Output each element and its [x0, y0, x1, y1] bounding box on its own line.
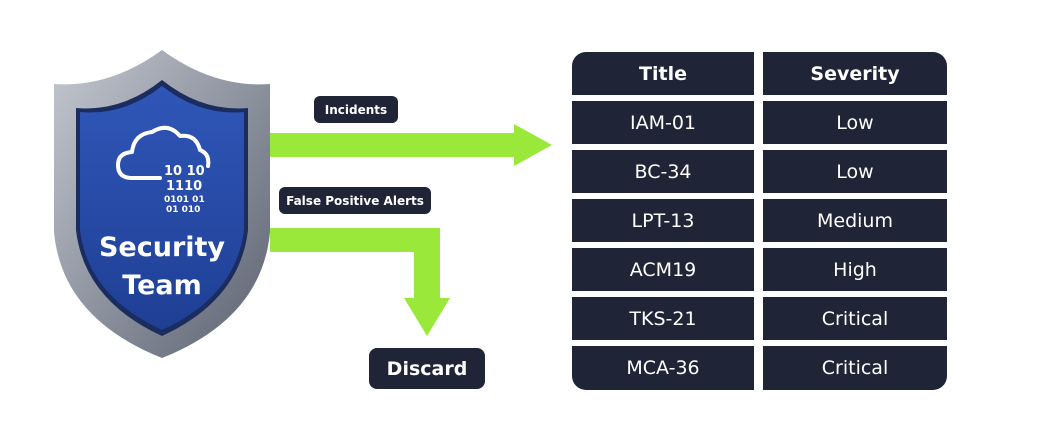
table-cell-severity: Low: [763, 101, 947, 144]
table-cell-title: MCA-36: [572, 346, 754, 390]
cloud-icon: [116, 125, 211, 180]
table-cell-severity: Critical: [763, 297, 947, 340]
table-cell-title: LPT-13: [572, 199, 754, 242]
shield-title-line2: Team: [122, 270, 202, 301]
discard-box: Discard: [369, 348, 485, 389]
table-cell-severity: Low: [763, 150, 947, 193]
security-team-shield: 10 10 1110 0101 01 01 010 Security Team: [54, 50, 270, 358]
table-cell-severity: High: [763, 248, 947, 291]
binary-line-2: 1110: [166, 179, 202, 194]
shield-title-line1: Security: [99, 232, 225, 263]
binary-line-3: 0101 01: [164, 195, 205, 205]
table-cell-title: IAM-01: [572, 101, 754, 144]
table-cell-title: BC-34: [572, 150, 754, 193]
table-cell-severity: Critical: [763, 346, 947, 390]
binary-line-4: 01 010: [166, 205, 200, 215]
table-cell-title: TKS-21: [572, 297, 754, 340]
header-severity: Severity: [763, 52, 947, 95]
header-title: Title: [572, 52, 754, 95]
false-positive-arrow: [270, 228, 450, 336]
false-positive-alerts-label: False Positive Alerts: [279, 187, 431, 214]
table-cell-severity: Medium: [763, 199, 947, 242]
incidents-arrow: [270, 124, 552, 166]
incidents-label: Incidents: [314, 96, 398, 123]
binary-digits: 10 10 1110 0101 01 01 010: [164, 164, 205, 215]
table-cell-title: ACM19: [572, 248, 754, 291]
binary-line-1: 10 10: [164, 164, 205, 179]
